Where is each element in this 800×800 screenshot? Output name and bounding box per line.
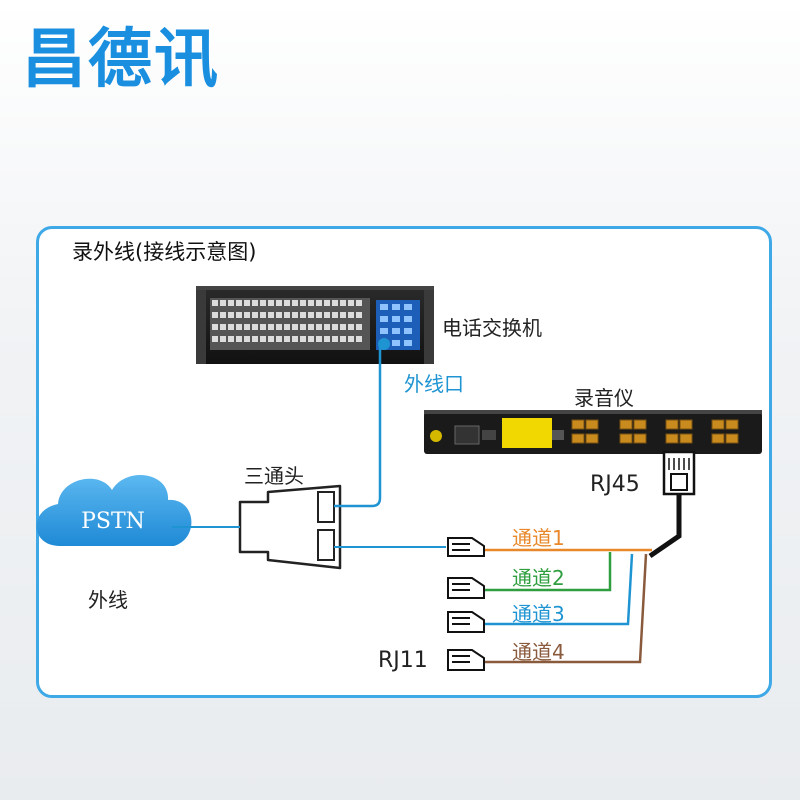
channel-3-label: 通道3 (512, 602, 565, 626)
rj11-label: RJ11 (378, 648, 428, 673)
pbx-device (196, 286, 434, 364)
pstn-label: PSTN (81, 509, 145, 534)
brand-logo-text: 昌德讯 (22, 23, 220, 97)
pbx-label: 电话交换机 (442, 316, 542, 340)
channel-wire-2 (484, 552, 612, 592)
channel-wire-3 (484, 553, 634, 626)
recorder-label: 录音仪 (574, 386, 634, 410)
rj45-plug-icon (662, 450, 696, 496)
cable-tee-to-pbx-port (334, 338, 390, 508)
rj11-plug-icon (447, 577, 485, 599)
rj45-cable (648, 494, 682, 559)
pstn-cloud (36, 475, 192, 546)
outside-line-label: 外线 (88, 588, 128, 612)
rj45-label: RJ45 (590, 472, 640, 497)
three-way-tee (238, 484, 342, 570)
channel-2-label: 通道2 (512, 566, 565, 590)
rj11-plug-icon (447, 611, 485, 633)
recorder-device (424, 410, 762, 454)
rj11-plug-icon (447, 537, 485, 557)
pbx-port-label: 外线口 (404, 372, 464, 396)
channel-wire-4 (484, 553, 648, 664)
tee-label: 三通头 (244, 464, 304, 488)
channel-4-label: 通道4 (512, 640, 565, 664)
channel-1-label: 通道1 (512, 526, 565, 550)
diagram-title: 录外线(接线示意图) (72, 240, 257, 264)
rj11-plug-icon (447, 649, 485, 671)
